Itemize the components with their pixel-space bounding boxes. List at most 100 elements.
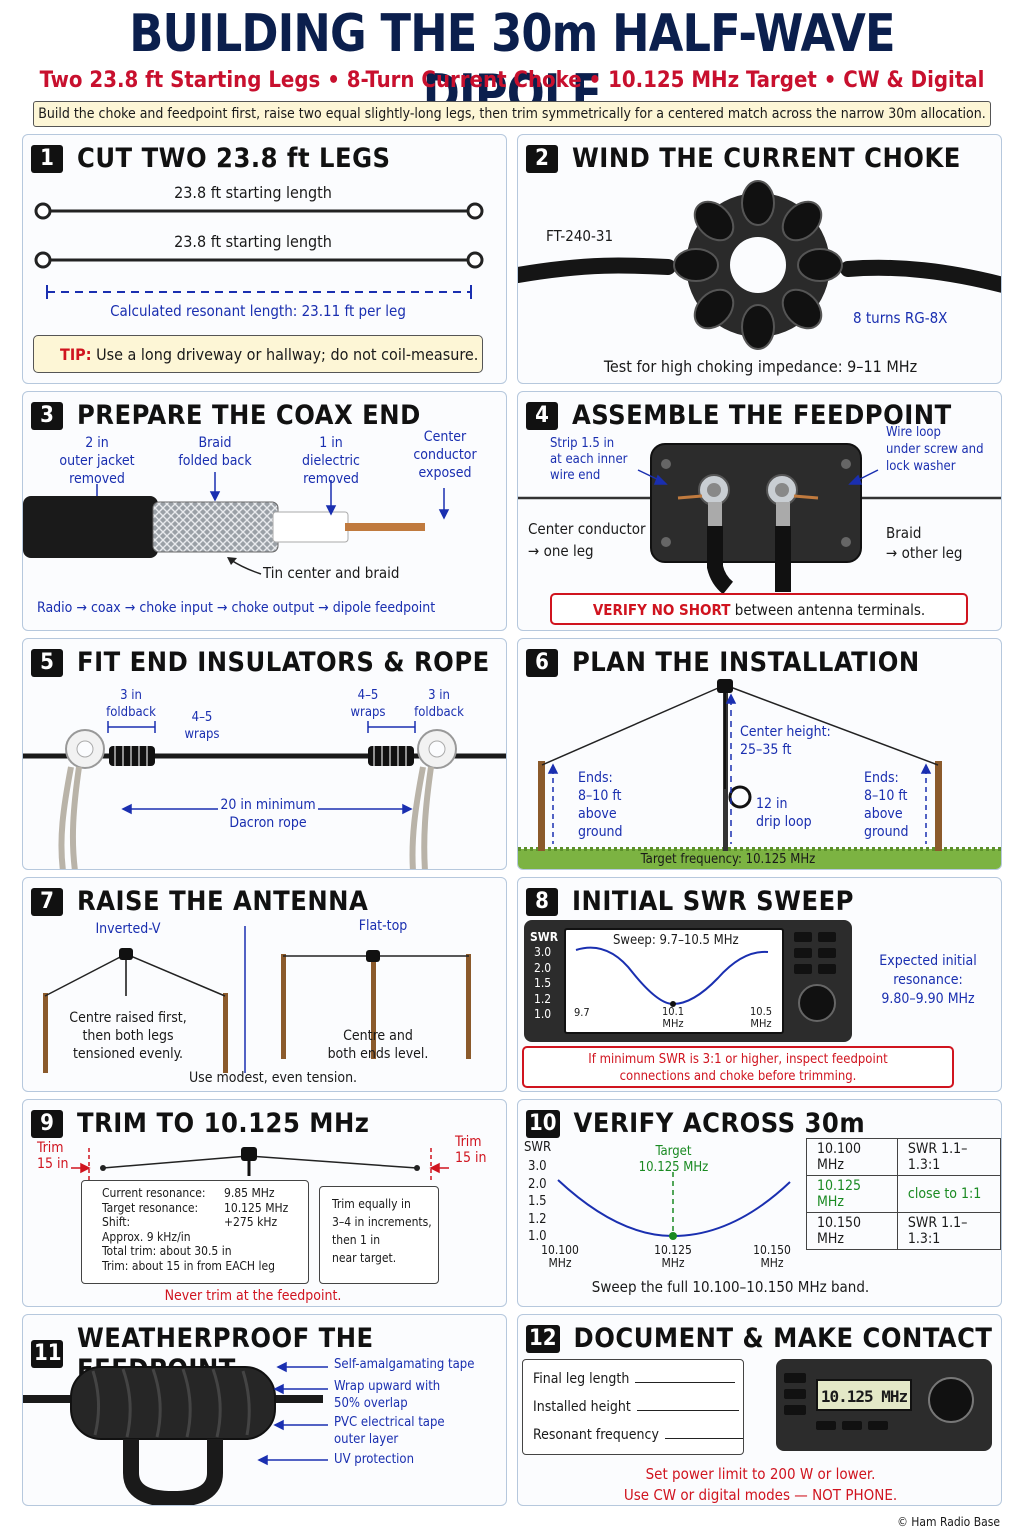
installation-diagram [518,679,1001,869]
weatherproof-diagram [23,1361,328,1505]
calculated-length: Calculated resonant length: 23.11 ft per… [110,302,406,320]
center-height-label: Center height: 25–35 ft [740,724,831,758]
expected-resonance: Expected initial resonance: 9.80–9.90 MH… [879,953,977,1007]
loop-label: Wire loop under screw and lock washer [886,425,984,474]
step-title: PREPARE THE COAX END [77,400,421,431]
inverted-v-label: Inverted-V [95,921,161,937]
trim-diagram [71,1147,449,1182]
trim-procedure-box: Trim equally in 3–4 in increments, then … [319,1186,439,1284]
step-10-panel: 10 VERIFY ACROSS 30m SWR 3.0 2.0 1.5 1.2 … [517,1099,1002,1307]
trim-calc-rows: Current resonance:9.85 MHz Target resona… [102,1186,289,1273]
dielectric-label: 1 in dielectric removed [302,435,360,487]
power-limit-note: Set power limit to 200 W or lower. [645,1465,876,1483]
step-number: 5 [31,648,63,677]
step-title: VERIFY ACROSS 30m [573,1108,866,1139]
step-number: 2 [526,144,558,173]
step-title: TRIM TO 10.125 MHz [77,1108,370,1139]
band-sweep-note: Sweep the full 10.100–10.150 MHz band. [591,1278,870,1296]
swr-y-ticks: 3.0 2.0 1.5 1.2 1.0 [528,1159,547,1244]
frequency-display: 10.125 MHz [816,1379,912,1411]
step-3-panel: 3 PREPARE THE COAX END 2 in outer jacket … [22,391,507,631]
swr-y-ticks: 3.0 2.0 1.5 1.2 1.0 [534,945,552,1021]
trim-calculation-box: Current resonance:9.85 MHz Target resona… [81,1180,309,1284]
pvc-tape-label: PVC electrical tape outer layer [334,1415,445,1447]
wraps-left-label: 4–5 wraps [184,710,220,742]
vfo-knob-icon [928,1377,974,1423]
center-conductor-label: Center conductor [528,520,646,538]
trim-right-label: Trim 15 in [455,1134,487,1166]
final-leg-length-field: Final leg length [533,1371,736,1387]
feedpoint-diagram [518,443,1001,595]
tuning-knob-icon [798,984,836,1022]
target-label: Target 10.125 MHz [638,1144,709,1175]
tension-note: Use modest, even tension. [188,1070,358,1086]
toroid-choke-icon [518,180,1001,350]
braid-label: Braid [886,524,922,542]
step-number: 10 [526,1109,560,1138]
rope-label: 20 in minimum Dacron rope [220,797,316,831]
tip-label: TIP: [60,345,92,364]
insulator-right-icon [417,729,457,769]
swr-axis-label: SWR [524,1140,552,1155]
target-frequency: Target frequency: 10.125 MHz [640,852,816,867]
foldback-left-label: 3 in foldback [106,688,156,720]
step-number: 11 [31,1340,63,1368]
wraps-right-label: 4–5 wraps [350,688,386,720]
flat-top-label: Flat-top [358,918,408,934]
step-number: 3 [31,401,63,430]
flat-top-note: Centre and both ends level. [327,1028,429,1062]
step-title: CUT TWO 23.8 ft LEGS [77,143,391,174]
step-title: FIT END INSULATORS & ROPE [77,647,490,678]
step-title: DOCUMENT & MAKE CONTACT [573,1323,993,1354]
other-leg-label: → other leg [886,544,963,562]
jacket-label: 2 in outer jacket removed [59,435,135,487]
self-amalgamating-label: Self-amalgamating tape [334,1357,475,1372]
swr-sweep-chart [575,946,769,1007]
never-trim-feedpoint: Never trim at the feedpoint. [164,1288,342,1304]
insulator-left-icon [65,729,105,769]
analyzer-device [524,920,852,1042]
step-number: 6 [526,648,558,677]
step-number: 8 [526,887,558,916]
installed-height-field: Installed height [533,1399,739,1415]
inverted-v-note: Centre raised first, then both legs tens… [69,1010,187,1062]
step-number: 7 [31,887,63,916]
signal-flow: Radio → coax → choke input → choke outpu… [37,600,436,616]
step-title: WIND THE CURRENT CHOKE [572,143,961,174]
copyright: © Ham Radio Base [897,1515,1000,1529]
trim-procedure: Trim equally in 3–4 in increments, then … [332,1197,432,1265]
x-tick-1: 9.7 [574,1006,590,1019]
summary-banner: Build the choke and feedpoint first, rai… [33,101,991,127]
leg-1-label: 23.8 ft starting length [174,183,332,202]
overlap-label: Wrap upward with 50% overlap [334,1379,441,1411]
legs-diagram [34,202,484,299]
transceiver-icon: 10.125 MHz [776,1359,992,1451]
verify-swr-chart [557,1172,791,1240]
sweep-label: Sweep: 9.7–10.5 MHz [613,933,739,948]
coax-prep-diagram [23,472,450,575]
swr-warning-box: If minimum SWR is 3:1 or higher, inspect… [522,1046,954,1088]
drip-loop-label: 12 in drip loop [756,796,812,830]
trim-left-label: Trim 15 in [37,1140,69,1172]
step-title: PLAN THE INSTALLATION [572,647,920,678]
analyzer-screen [564,928,784,1034]
leg-2-label: 23.8 ft starting length [174,232,332,251]
one-leg-label: → one leg [528,542,594,560]
resonant-frequency-field: Resonant frequency [533,1427,743,1443]
swr-axis-label: SWR [530,930,559,944]
raise-antenna-diagram [43,926,471,1073]
step-number: 4 [526,401,558,430]
ends-left-label: Ends: 8–10 ft above ground [578,770,623,840]
strip-label: Strip 1.5 in at each inner wire end [550,436,628,483]
modes-note: Use CW or digital modes — NOT PHONE. [623,1486,898,1504]
uv-protection-label: UV protection [334,1452,414,1467]
